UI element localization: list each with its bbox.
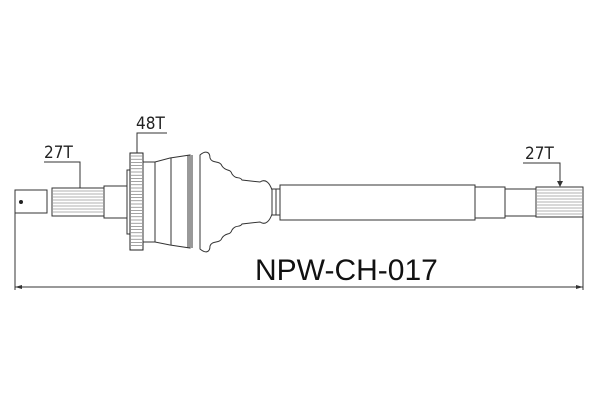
left-stub bbox=[14, 189, 48, 214]
part-number: NPW-CH-017 bbox=[255, 254, 438, 287]
abs-ring-teeth-label: 48T bbox=[136, 114, 165, 134]
abs-ring bbox=[126, 152, 144, 251]
right-spline-leader bbox=[523, 162, 563, 187]
shaft bbox=[279, 184, 537, 221]
cv-joint-housing bbox=[142, 154, 201, 249]
abs-ring-leader bbox=[136, 132, 167, 153]
cv-boot bbox=[199, 151, 281, 253]
left-spline bbox=[51, 185, 129, 219]
right-spline-teeth-label: 27T bbox=[525, 144, 554, 164]
left-spline-leader bbox=[44, 161, 81, 188]
overall-length-dimension bbox=[14, 213, 584, 290]
right-spline bbox=[535, 186, 584, 218]
left-spline-teeth-label: 27T bbox=[44, 143, 73, 163]
